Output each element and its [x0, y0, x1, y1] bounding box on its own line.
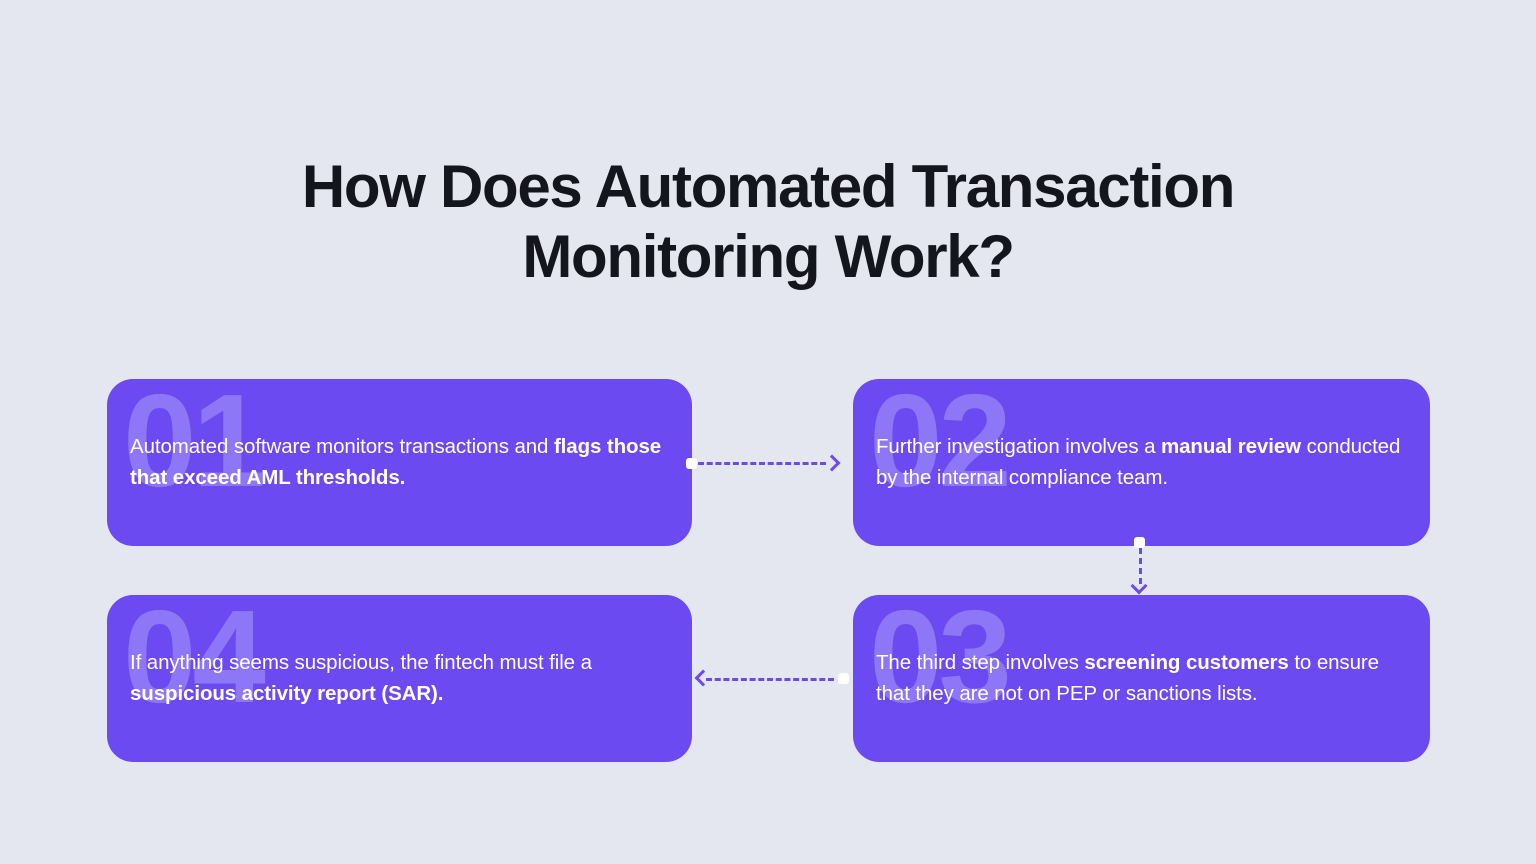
step-text-tail-03: to ensure that they are not on PEP or sa… — [876, 650, 1379, 706]
step-text-lead-01: Automated software monitors transactions… — [130, 434, 554, 458]
step-text-lead-03: The third step involves — [876, 650, 1085, 674]
step-description-03: The third step involves screening custom… — [876, 647, 1408, 711]
arrow-down-icon — [1130, 577, 1148, 595]
step-text-bold-02: manual review — [1160, 434, 1301, 458]
step-text-bold-03: screening customers — [1084, 650, 1289, 674]
connector-dashed-line — [698, 462, 826, 465]
step-card-03: 03 The third step involves screening cus… — [853, 595, 1430, 762]
step-text-bold-04: suspicious activity report (SAR). — [130, 682, 444, 706]
step-card-04: 04 If anything seems suspicious, the fin… — [107, 595, 692, 762]
step-card-02: 02 Further investigation involves a manu… — [853, 379, 1430, 546]
page-title: How Does Automated Transaction Monitorin… — [301, 153, 1236, 291]
connector-node-icon — [1134, 537, 1145, 548]
step-description-01: Automated software monitors transactions… — [130, 431, 670, 495]
step-card-01: 01 Automated software monitors transacti… — [107, 379, 692, 546]
connector-dashed-line — [1139, 548, 1142, 584]
connector-dashed-line — [706, 678, 834, 681]
connector-node-icon — [838, 673, 849, 684]
step-description-02: Further investigation involves a manual … — [876, 431, 1408, 495]
arrow-left-icon — [694, 669, 712, 687]
step-text-tail-02: conducted by the internal compliance tea… — [876, 434, 1401, 490]
arrow-right-icon — [823, 454, 841, 472]
connector-node-icon — [686, 458, 697, 469]
step-text-lead-02: Further investigation involves a — [876, 434, 1161, 458]
step-text-lead-04: If anything seems suspicious, the fintec… — [130, 650, 592, 674]
step-description-04: If anything seems suspicious, the fintec… — [130, 647, 670, 711]
step-text-bold-01: flags those that exceed AML thresholds. — [130, 434, 662, 490]
